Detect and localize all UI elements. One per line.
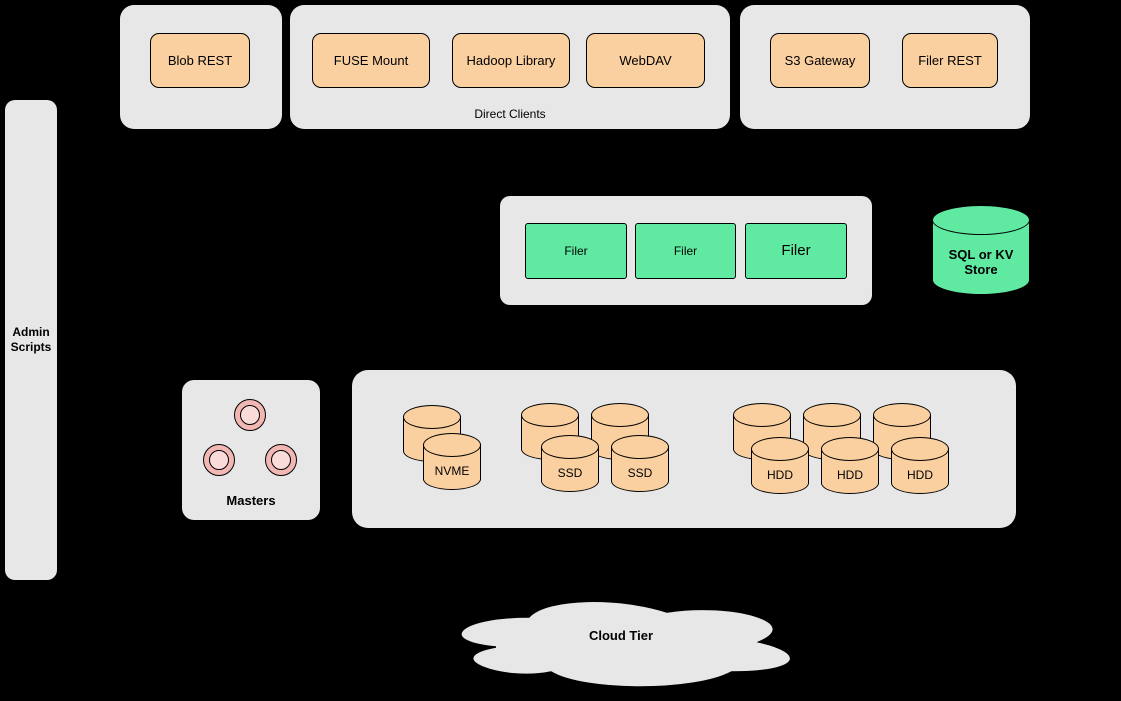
hdd-label-1: HDD (767, 467, 793, 482)
node-blob-rest-label: Blob REST (167, 52, 233, 68)
hdd-cylinder-back-2 (803, 403, 861, 460)
node-hadoop-library: Hadoop Library (452, 33, 570, 88)
node-fuse-mount-label: FUSE Mount (333, 52, 409, 68)
master-node-3-core (271, 450, 291, 470)
node-blob-rest: Blob REST (150, 33, 250, 88)
hdd-cylinder-3: HDD (891, 437, 949, 494)
nvme-cylinder: NVME (423, 433, 481, 490)
cloud-tier-label: Cloud Tier (588, 628, 654, 643)
container-direct-clients: FUSE Mount Hadoop Library WebDAV Direct … (290, 5, 730, 129)
node-filer-2-label: Filer (673, 243, 698, 258)
node-webdav: WebDAV (586, 33, 705, 88)
node-filer-rest-label: Filer REST (918, 52, 982, 68)
node-hadoop-library-label: Hadoop Library (466, 52, 556, 68)
hdd-cylinder-1: HDD (751, 437, 809, 494)
container-filers: Filer Filer Filer (500, 196, 872, 305)
container-gateways: S3 Gateway Filer REST (740, 5, 1030, 129)
ssd-label-2: SSD (627, 465, 653, 480)
master-node-1-core (240, 405, 260, 425)
container-blob-clients: Blob REST (120, 5, 282, 129)
direct-clients-caption: Direct Clients (474, 107, 546, 121)
ssd-label-1: SSD (557, 465, 583, 480)
master-node-2-core (209, 450, 229, 470)
master-node-2 (203, 444, 235, 476)
node-s3-gateway: S3 Gateway (770, 33, 870, 88)
ssd-cylinder-2: SSD (611, 435, 669, 492)
master-node-3 (265, 444, 297, 476)
node-filer-2: Filer (635, 223, 736, 279)
cloud-tier-shape: Cloud Tier (437, 592, 805, 692)
node-webdav-label: WebDAV (619, 52, 672, 68)
ssd-cylinder-1: SSD (541, 435, 599, 492)
node-sql-kv-store-label: SQL or KV Store (948, 246, 1014, 277)
cloud-icon (460, 600, 792, 688)
nvme-label: NVME (434, 463, 470, 478)
node-sql-kv-store: SQL or KV Store (932, 205, 1030, 295)
hdd-label-2: HDD (837, 467, 863, 482)
container-volume-servers: NVME SSD SSD HDD HDD HDD (352, 370, 1016, 528)
node-fuse-mount: FUSE Mount (312, 33, 430, 88)
node-filer-3-label: Filer (781, 242, 811, 259)
hdd-cylinder-2: HDD (821, 437, 879, 494)
node-filer-rest: Filer REST (902, 33, 998, 88)
masters-label: Masters (226, 493, 276, 508)
node-s3-gateway-label: S3 Gateway (784, 52, 856, 68)
master-node-1 (234, 399, 266, 431)
admin-scripts-label: Admin Scripts (10, 325, 52, 354)
hdd-label-3: HDD (907, 467, 933, 482)
node-filer-3: Filer (745, 223, 847, 279)
container-masters: Masters (182, 380, 320, 520)
node-filer-1-label: Filer (564, 243, 588, 258)
admin-scripts-bar: Admin Scripts (5, 100, 57, 580)
node-filer-1: Filer (525, 223, 627, 279)
